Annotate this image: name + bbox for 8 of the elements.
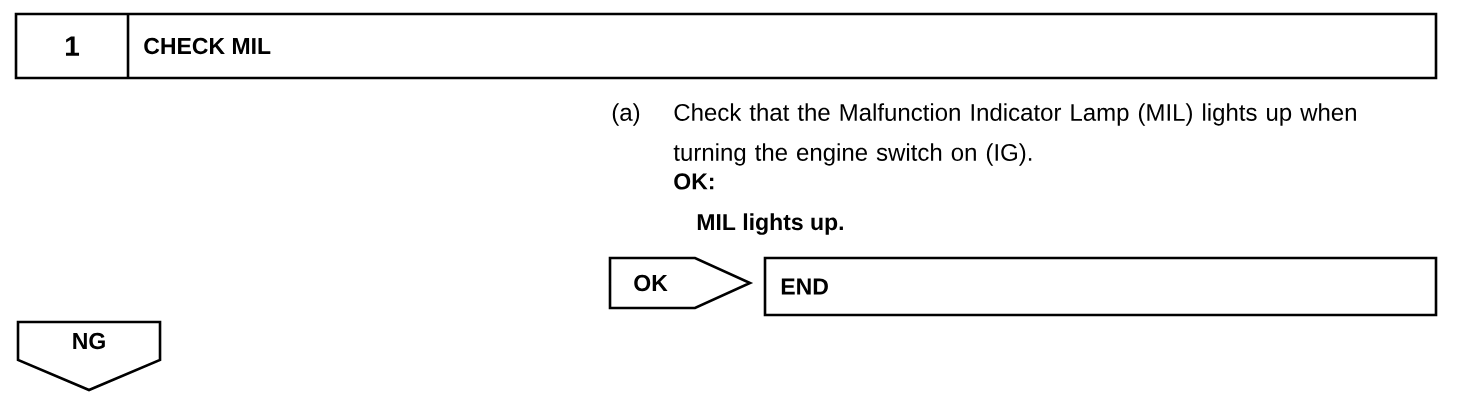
instruction-text: Check that the Malfunction Indicator Lamp (MIL) lights up when turning the engine switch on (IG). — [673, 103, 1356, 166]
result-box: END — [763, 256, 1438, 317]
ok-condition-heading: OK: — [674, 173, 714, 190]
item-letter: (a) — [612, 103, 640, 126]
ng-arrow-tab: NG — [16, 320, 162, 392]
ok-condition-text: MIL lights up. — [697, 213, 843, 235]
ok-arrow-tab: OK — [608, 256, 754, 310]
step-header-box: 1 CHECK MIL — [14, 12, 1438, 80]
